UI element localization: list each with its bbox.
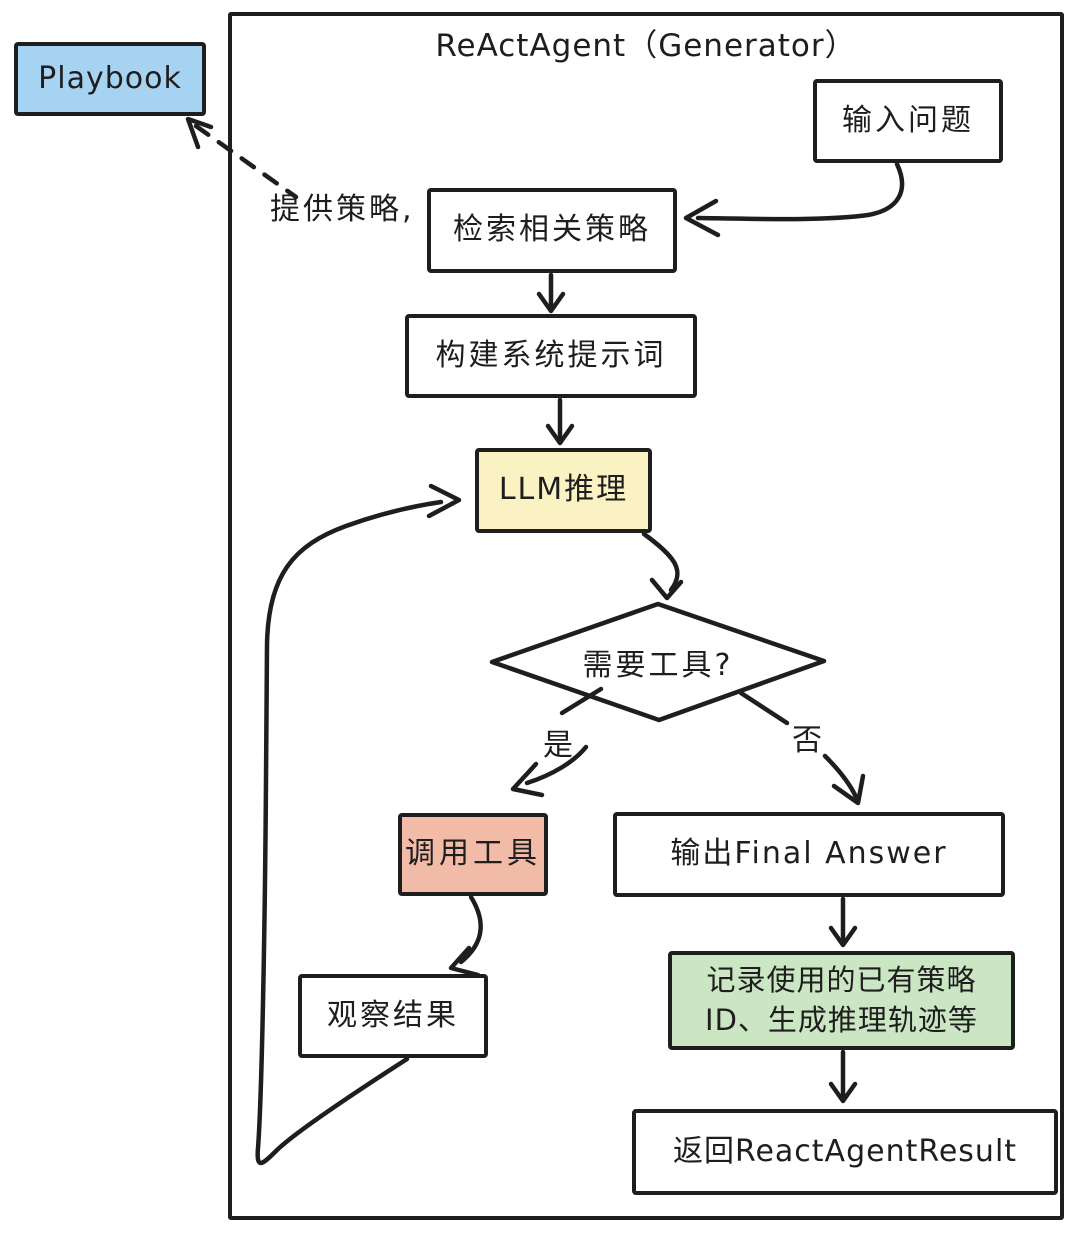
need-tools-label: 需要工具? xyxy=(582,648,734,683)
react-agent-container-frame xyxy=(228,12,1064,1220)
node-build-system-prompt: 构建系统提示词 xyxy=(405,314,697,398)
node-retrieve-strategy: 检索相关策略 xyxy=(427,188,677,273)
node-llm-reasoning: LLM推理 xyxy=(475,448,652,533)
diagram-title: ReActAgent（Generator） xyxy=(435,28,857,64)
node-return-react-agent-result: 返回ReactAgentResult xyxy=(632,1109,1058,1195)
node-input-question: 输入问题 xyxy=(813,79,1003,163)
record-strategy-line1: 记录使用的已有策略 xyxy=(706,963,977,998)
node-output-final-answer: 输出Final Answer xyxy=(613,812,1005,897)
no-label: 否 xyxy=(792,723,825,758)
node-record-strategy: 记录使用的已有策略 ID、生成推理轨迹等 xyxy=(668,951,1015,1050)
record-strategy-line2: ID、生成推理轨迹等 xyxy=(705,1002,978,1037)
provide-strategy-label: 提供策略, xyxy=(270,192,415,227)
node-observe-result: 观察结果 xyxy=(298,974,488,1058)
yes-label: 是 xyxy=(543,728,576,763)
node-playbook: Playbook xyxy=(14,42,206,116)
node-call-tools: 调用工具 xyxy=(398,813,548,896)
arrowhead-to-playbook xyxy=(185,116,214,150)
